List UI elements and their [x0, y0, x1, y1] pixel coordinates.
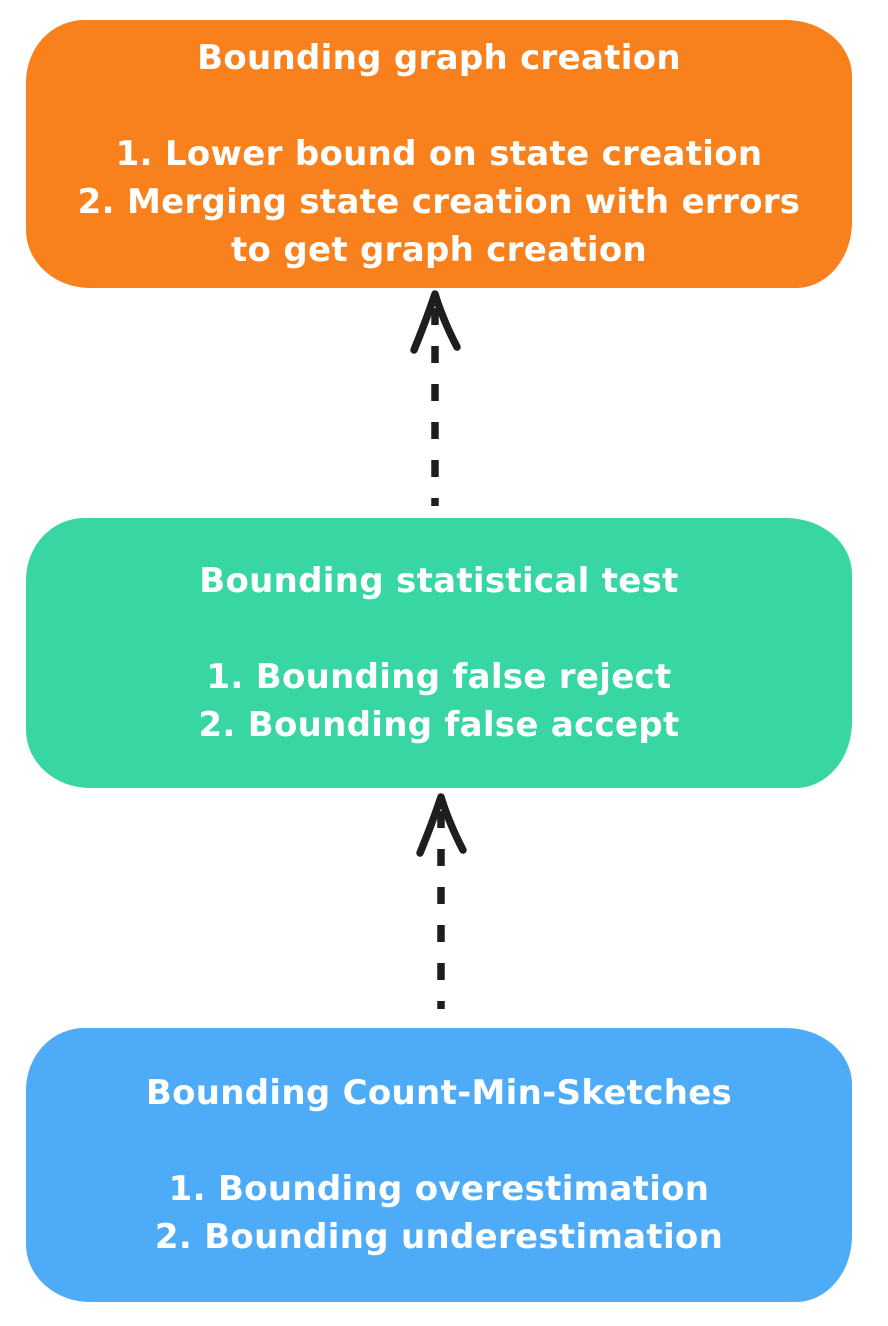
node-bounding-count-min-sketches: Bounding Count-Min-Sketches 1. Bounding … — [26, 1028, 852, 1302]
node-bounding-statistical-test: Bounding statistical test 1. Bounding fa… — [26, 518, 852, 788]
node-title: Bounding Count-Min-Sketches — [145, 1073, 733, 1113]
node-item: 2. Merging state creation with errors to… — [77, 182, 801, 270]
node-item: 1. Bounding false reject — [206, 657, 672, 697]
node-item: 1. Lower bound on state creation — [115, 134, 763, 174]
dashed-arrow-up-to-statistical-test — [409, 791, 473, 1013]
arrow-head — [410, 290, 461, 354]
node-bounding-graph-creation: Bounding graph creation 1. Lower bound o… — [26, 20, 852, 288]
dashed-arrow-up-to-graph-creation — [403, 288, 467, 510]
arrow-graphic — [410, 290, 461, 506]
node-item: 2. Bounding underestimation — [154, 1217, 724, 1257]
node-item: 2. Bounding false accept — [198, 705, 680, 745]
arrow-graphic — [416, 793, 467, 1009]
node-blank-line — [70, 605, 808, 653]
node-blank-line — [70, 82, 808, 130]
node-blank-line — [70, 1117, 808, 1165]
arrow-head — [416, 793, 467, 857]
node-title: Bounding statistical test — [199, 561, 679, 601]
node-title: Bounding graph creation — [197, 38, 681, 78]
node-item: 1. Bounding overestimation — [168, 1169, 710, 1209]
